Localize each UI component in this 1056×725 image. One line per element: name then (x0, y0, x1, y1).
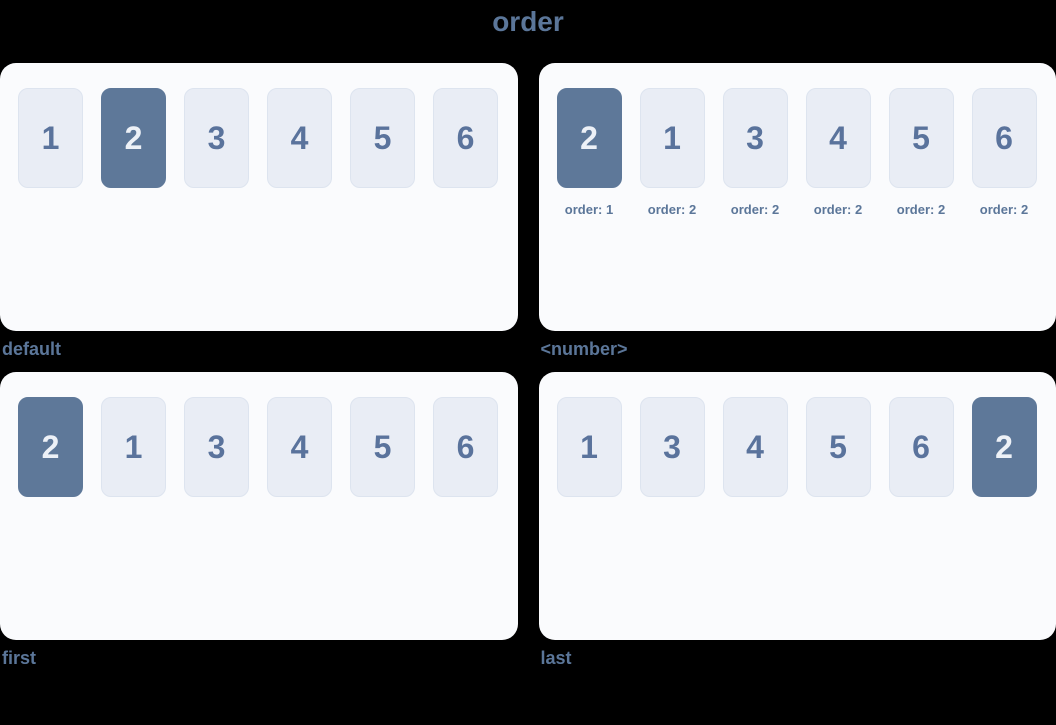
order-value-label: order: 2 (896, 202, 946, 217)
flex-item-group: 5 order: 2 (888, 88, 954, 217)
flex-item: 6 (433, 88, 498, 188)
flex-item: 3 (184, 88, 249, 188)
order-value-label: order: 2 (647, 202, 697, 217)
panels-grid: 1 2 3 4 5 6 default 2 order: 1 1 order: … (0, 63, 1056, 667)
order-value-label: order: 1 (564, 202, 614, 217)
panel-default: 1 2 3 4 5 6 (0, 63, 518, 331)
flex-item-group: 3 order: 2 (722, 88, 788, 217)
flex-item: 2 (971, 397, 1037, 497)
flex-item: 6 (971, 88, 1037, 188)
flex-item: 5 (350, 88, 415, 188)
flex-item: 2 (101, 88, 166, 188)
order-value-label: order: 2 (730, 202, 780, 217)
flex-item: 1 (18, 88, 83, 188)
panel-caption-first: first (2, 648, 37, 668)
flex-item-group: 2 order: 1 (556, 88, 622, 217)
flex-item: 6 (433, 397, 498, 497)
order-value-label: order: 2 (813, 202, 863, 217)
flex-item: 5 (805, 397, 871, 497)
flex-item: 2 (18, 397, 83, 497)
flex-item: 1 (556, 397, 622, 497)
order-value-label: order: 2 (979, 202, 1029, 217)
page-title: order (492, 6, 564, 37)
flex-item: 5 (350, 397, 415, 497)
flex-item: 3 (184, 397, 249, 497)
panel-caption-default: default (2, 339, 62, 359)
panel-first: 2 1 3 4 5 6 (0, 372, 518, 640)
panel-section-number: 2 order: 1 1 order: 2 3 order: 2 4 order… (538, 63, 1056, 359)
flex-item: 4 (267, 88, 332, 188)
panel-last: 1 3 4 5 6 2 (538, 372, 1056, 640)
flex-item: 2 (556, 88, 622, 188)
flex-item: 5 (888, 88, 954, 188)
flex-item-group: 4 order: 2 (805, 88, 871, 217)
panel-section-last: 1 3 4 5 6 2 last (538, 372, 1056, 668)
panel-caption-number: <number> (540, 339, 628, 359)
flex-item: 3 (722, 88, 788, 188)
panel-number: 2 order: 1 1 order: 2 3 order: 2 4 order… (538, 63, 1056, 331)
flex-item: 1 (101, 397, 166, 497)
flex-item: 3 (639, 397, 705, 497)
flex-item: 6 (888, 397, 954, 497)
flex-item: 1 (639, 88, 705, 188)
panel-caption-last: last (540, 648, 572, 668)
flex-item: 4 (805, 88, 871, 188)
flex-item-group: 1 order: 2 (639, 88, 705, 217)
panel-section-first: 2 1 3 4 5 6 first (0, 372, 518, 667)
flex-item: 4 (267, 397, 332, 497)
panel-section-default: 1 2 3 4 5 6 default (0, 63, 518, 358)
flex-item: 4 (722, 397, 788, 497)
flex-item-group: 6 order: 2 (971, 88, 1037, 217)
